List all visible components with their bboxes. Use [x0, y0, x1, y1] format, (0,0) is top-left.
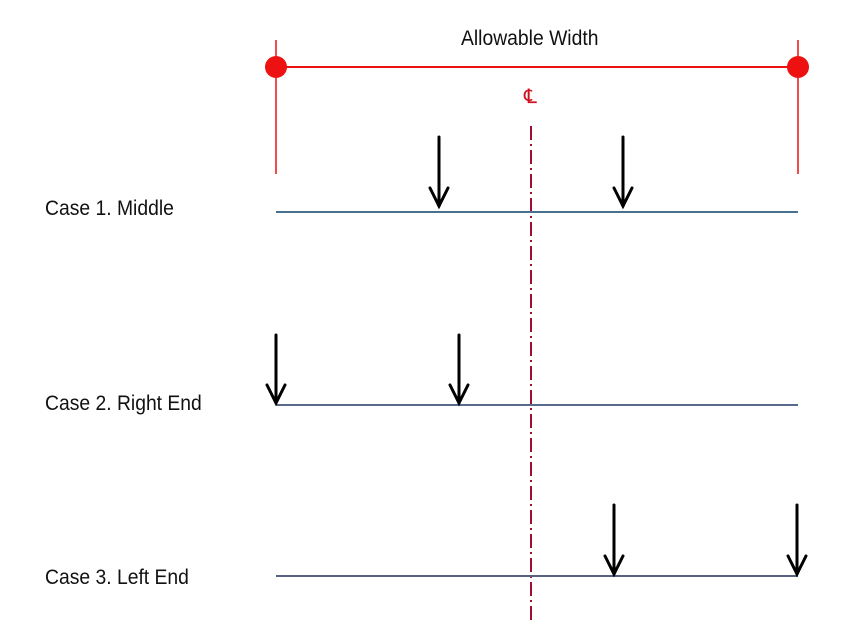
load-arrow-icon: [428, 135, 450, 210]
load-arrow-icon: [265, 333, 287, 407]
load-arrow-icon: [786, 503, 808, 578]
case-2-label: Case 2. Right End: [45, 392, 202, 415]
allowable-width-label: Allowable Width: [461, 27, 599, 50]
right-endpoint-dot: [787, 56, 809, 78]
centerline-symbol: ℄: [524, 86, 537, 108]
load-arrow-icon: [603, 503, 625, 578]
load-arrow-icon: [612, 135, 634, 210]
allowable-width-dimension: [265, 40, 809, 174]
case-3-label: Case 3. Left End: [45, 566, 189, 589]
load-arrow-icon: [448, 333, 470, 407]
case-1-label: Case 1. Middle: [45, 197, 174, 220]
left-endpoint-dot: [265, 56, 287, 78]
